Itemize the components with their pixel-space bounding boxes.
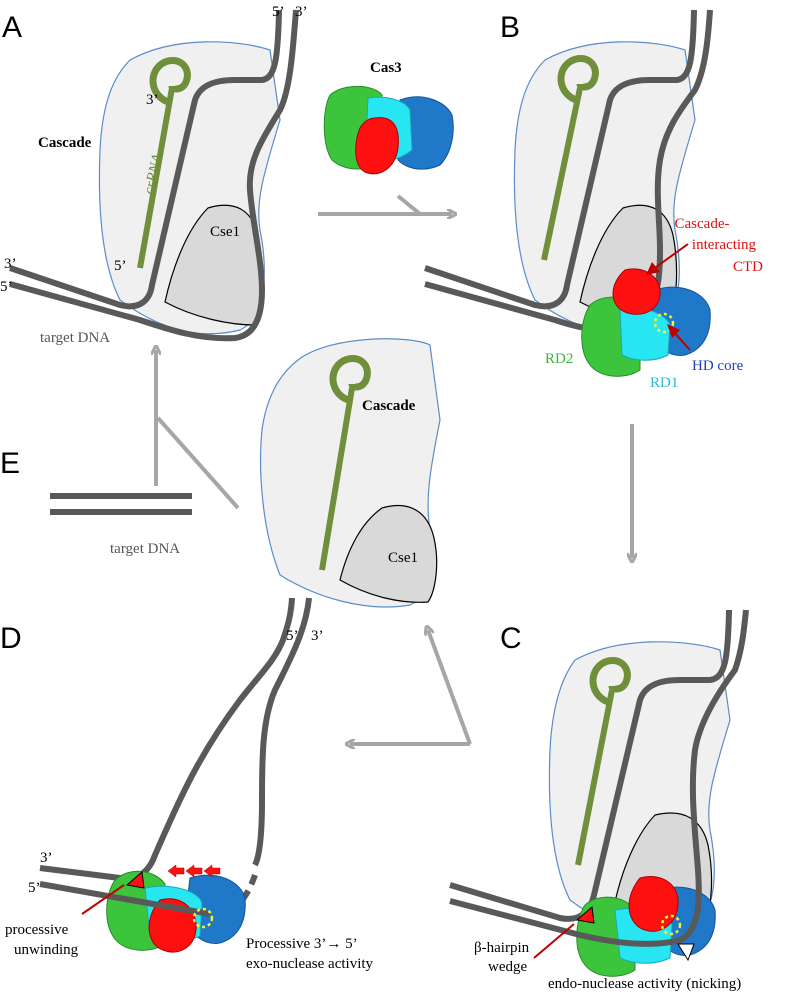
target-dna-remaining-strand [252,597,312,867]
ctd-label-line3: CTD [733,259,763,275]
ctd-pointer-arrow [651,243,689,271]
target-dna-lower-strand [39,881,211,917]
hd-pointer-head [667,324,680,338]
ctd-label-line1: Cascade- [675,216,730,232]
arrow-a-to-b [318,194,452,214]
dna-3prime-top-label-d: 3’ [311,628,324,644]
hd-core-active-site [192,907,214,929]
direction-arrow-2 [185,864,203,878]
crrna-stem [319,387,355,571]
panel-letter-d: D [0,622,22,655]
cas3-hd-domain [397,96,454,170]
dna-5prime-left-label: 5’ [0,279,13,295]
cascade-label-e: Cascade [362,398,416,414]
cse1-label: Cse1 [210,224,240,240]
rd2-label: RD2 [545,351,573,367]
arrow-c-to-d-and-e [350,630,472,744]
beta-hairpin-pointer [533,923,575,959]
nicking-site-marker [677,943,695,962]
crrna-stem [137,87,175,269]
crrna-hairpin [149,56,191,106]
crrna-5prime-label: 5’ [114,258,127,274]
exo-nuclease-label-line1: Processive 3’→ 5’ [246,936,358,952]
ctd-label-line2: interacting [692,237,757,253]
endo-nuclease-label: endo-nuclease activity (nicking) [548,976,741,992]
exo-nuclease-label-line2: exo-nuclease activity [246,956,374,972]
beta-hairpin-wedge-marker [575,906,595,924]
cascade-label: Cascade [38,135,92,151]
beta-hairpin-label-line1: β-hairpin [474,940,530,956]
dna-3prime-top-label: 3’ [295,4,308,20]
dna-5prime-left-label-d: 5’ [28,880,41,896]
cse1-label-e: Cse1 [388,550,418,566]
displaced-dna-strand [39,597,295,882]
hd-core-active-site [653,312,675,334]
direction-arrow-3 [203,864,221,878]
processive-label-line2: unwinding [14,942,79,958]
panel-letter-a: A [2,11,22,44]
crrna-hairpin [557,54,599,104]
target-dna-strand-top [424,9,697,310]
crrna-stem [541,87,583,261]
processive-label-line1: processive [5,922,69,938]
panel-e: Cascade Cse1 E target DNA [0,338,441,608]
dna-5prime-top-label-d: 5’ [286,628,299,644]
panel-b: B Cascade- interacting CTD HD core RD2 R… [424,9,763,391]
cse1-subunit [339,504,438,603]
rd1-label: RD1 [650,375,678,391]
cas3-rd1-domain [619,307,671,361]
cas3-ctd-domain [355,117,399,175]
panel-d: D 5’ 3’ 3’ 5’ processive unwinding Proce… [0,597,374,972]
ctd-pointer-head [646,262,660,275]
unwinding-wedge-marker [125,871,145,889]
crrna-3prime-label: 3’ [146,92,159,108]
dna-5prime-top-label: 5’ [272,4,285,20]
dna-3prime-left-label: 3’ [4,256,17,272]
panel-letter-c: C [500,622,522,655]
cas3-label: Cas3 [370,60,402,76]
cas3-ctd-domain [628,876,679,932]
target-dna-label-a: target DNA [40,330,110,346]
dna-3prime-left-label-d: 3’ [40,850,53,866]
target-dna-label-e: target DNA [110,541,180,557]
target-dna-strand-bottom [449,609,749,947]
target-dna-strand-top [9,9,282,310]
cas3-ctd-domain [612,268,661,315]
hd-core-active-site [660,914,682,936]
crrna-hairpin [329,354,371,404]
crrna-stem [575,689,615,866]
panel-a: A Cascade crRNA 3’ 5’ Cse1 5’ 3’ 3’ 5’ t… [0,4,308,346]
direction-arrow-1 [167,864,185,878]
hd-core-label: HD core [692,358,744,374]
panel-letter-e: E [0,447,20,480]
beta-hairpin-label-line2: wedge [488,959,527,975]
panel-c: C β-hairpin wedge endo-nuclease activity… [449,609,749,992]
translocation-direction-arrows [167,864,221,878]
arrow-e-to-a [156,350,240,510]
cas3-protein: Cas3 [323,60,454,175]
target-dna-strand-bottom [9,9,299,342]
panel-letter-b: B [500,11,520,44]
crrna-hairpin [589,656,631,706]
processive-unwinding-pointer [81,884,125,915]
